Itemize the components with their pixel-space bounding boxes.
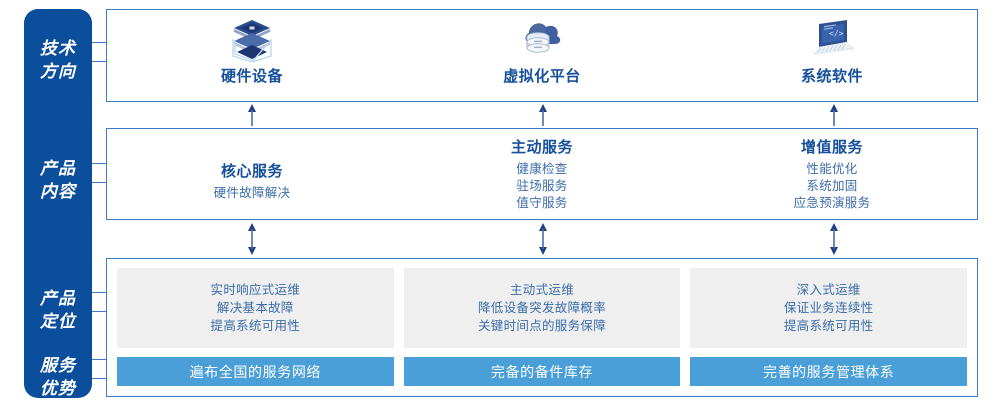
content-item[interactable]: 主动服务 健康检查 驻场服务 值守服务 [397, 129, 687, 219]
arrow-up [536, 104, 550, 126]
position-line: 保证业务连续性 [783, 301, 874, 315]
product-position-section: 实时响应式运维 解决基本故障 提高系统可用性 遍布全国的服务网络 主动式运维 降… [106, 258, 978, 397]
position-line: 提高系统可用性 [210, 319, 301, 333]
sidebar: 技术 方向 产品 内容 产品 定位 服务 优势 [24, 9, 92, 398]
sidebar-item-product-content[interactable]: 产品 内容 [24, 157, 92, 203]
position-line: 关键时间点的服务保障 [478, 319, 607, 333]
arrow-up-down [827, 223, 841, 255]
position-line: 实时响应式运维 [210, 283, 301, 297]
content-item[interactable]: 核心服务 硬件故障解决 [107, 129, 397, 219]
laptop-code-icon: </> [813, 20, 855, 55]
bottom-item: 深入式运维 保证业务连续性 提高系统可用性 完善的服务管理体系 [690, 268, 968, 386]
connector-line [92, 292, 108, 293]
bottom-item: 主动式运维 降低设备突发故障概率 关键时间点的服务保障 完备的备件库存 [403, 268, 681, 386]
connector-line [92, 311, 108, 312]
tech-item[interactable]: 虚拟化平台 [397, 10, 687, 101]
sidebar-item-service-advantage[interactable]: 服务 优势 [24, 354, 92, 400]
sidebar-label-line2: 方向 [40, 62, 76, 81]
sidebar-item-tech-direction[interactable]: 技术 方向 [24, 37, 92, 83]
connector-line [92, 378, 108, 379]
sidebar-label-line2: 内容 [40, 182, 76, 201]
sidebar-label-line1: 产品 [40, 159, 76, 178]
arrow-up-down [245, 223, 259, 255]
connector-line [92, 182, 108, 183]
tech-direction-section: 硬件设备 虚拟化平台 [106, 9, 978, 102]
server-stack-icon [232, 20, 272, 62]
sidebar-label-line1: 服务 [40, 356, 76, 375]
connector-line [92, 163, 108, 164]
position-line: 主动式运维 [510, 283, 575, 297]
advantage-bar[interactable]: 完备的备件库存 [403, 357, 681, 386]
content-item-detail: 硬件故障解决 [213, 186, 291, 200]
content-item-title: 核心服务 [220, 163, 283, 180]
sidebar-label-line1: 技术 [40, 39, 76, 58]
sidebar-item-product-position[interactable]: 产品 定位 [24, 287, 92, 333]
sidebar-label-line1: 产品 [40, 289, 76, 308]
content-item-detail: 驻场服务 [516, 179, 568, 193]
content-item-detail: 健康检查 [516, 162, 568, 176]
tech-item-label: 硬件设备 [220, 68, 283, 85]
connector-line [92, 61, 108, 62]
advantage-bar[interactable]: 完善的服务管理体系 [690, 357, 968, 386]
content-item-title: 主动服务 [510, 139, 573, 156]
content-item-detail: 性能优化 [806, 162, 858, 176]
tech-item-label: 系统软件 [800, 68, 863, 85]
content-item[interactable]: 增值服务 性能优化 系统加固 应急预演服务 [687, 129, 977, 219]
position-box[interactable]: 深入式运维 保证业务连续性 提高系统可用性 [690, 268, 968, 348]
position-box[interactable]: 实时响应式运维 解决基本故障 提高系统可用性 [117, 268, 394, 348]
connector-line [92, 42, 108, 43]
position-line: 解决基本故障 [216, 301, 294, 315]
position-line: 深入式运维 [796, 283, 861, 297]
product-content-section: 核心服务 硬件故障解决 主动服务 健康检查 驻场服务 值守服务 增值服务 性能优… [106, 128, 978, 220]
position-line: 降低设备突发故障概率 [478, 301, 607, 315]
content-item-detail: 应急预演服务 [793, 196, 871, 210]
connector-line [92, 359, 108, 360]
tech-item[interactable]: </> 系统软件 [687, 10, 977, 101]
arrow-up [245, 104, 259, 126]
sidebar-label-line2: 优势 [40, 379, 76, 398]
content-item-detail: 值守服务 [516, 196, 568, 210]
tech-item-label: 虚拟化平台 [503, 68, 581, 85]
svg-text:</>: </> [829, 29, 844, 38]
sidebar-label-line2: 定位 [40, 312, 76, 331]
arrow-up [827, 104, 841, 126]
cloud-database-icon [525, 23, 561, 53]
position-box[interactable]: 主动式运维 降低设备突发故障概率 关键时间点的服务保障 [403, 268, 681, 348]
content-item-detail: 系统加固 [806, 179, 858, 193]
arrow-up-down [536, 223, 550, 255]
content-item-title: 增值服务 [800, 139, 863, 156]
position-line: 提高系统可用性 [783, 319, 874, 333]
advantage-bar[interactable]: 遍布全国的服务网络 [117, 357, 394, 386]
tech-item[interactable]: 硬件设备 [107, 10, 397, 101]
bottom-item: 实时响应式运维 解决基本故障 提高系统可用性 遍布全国的服务网络 [117, 268, 394, 386]
